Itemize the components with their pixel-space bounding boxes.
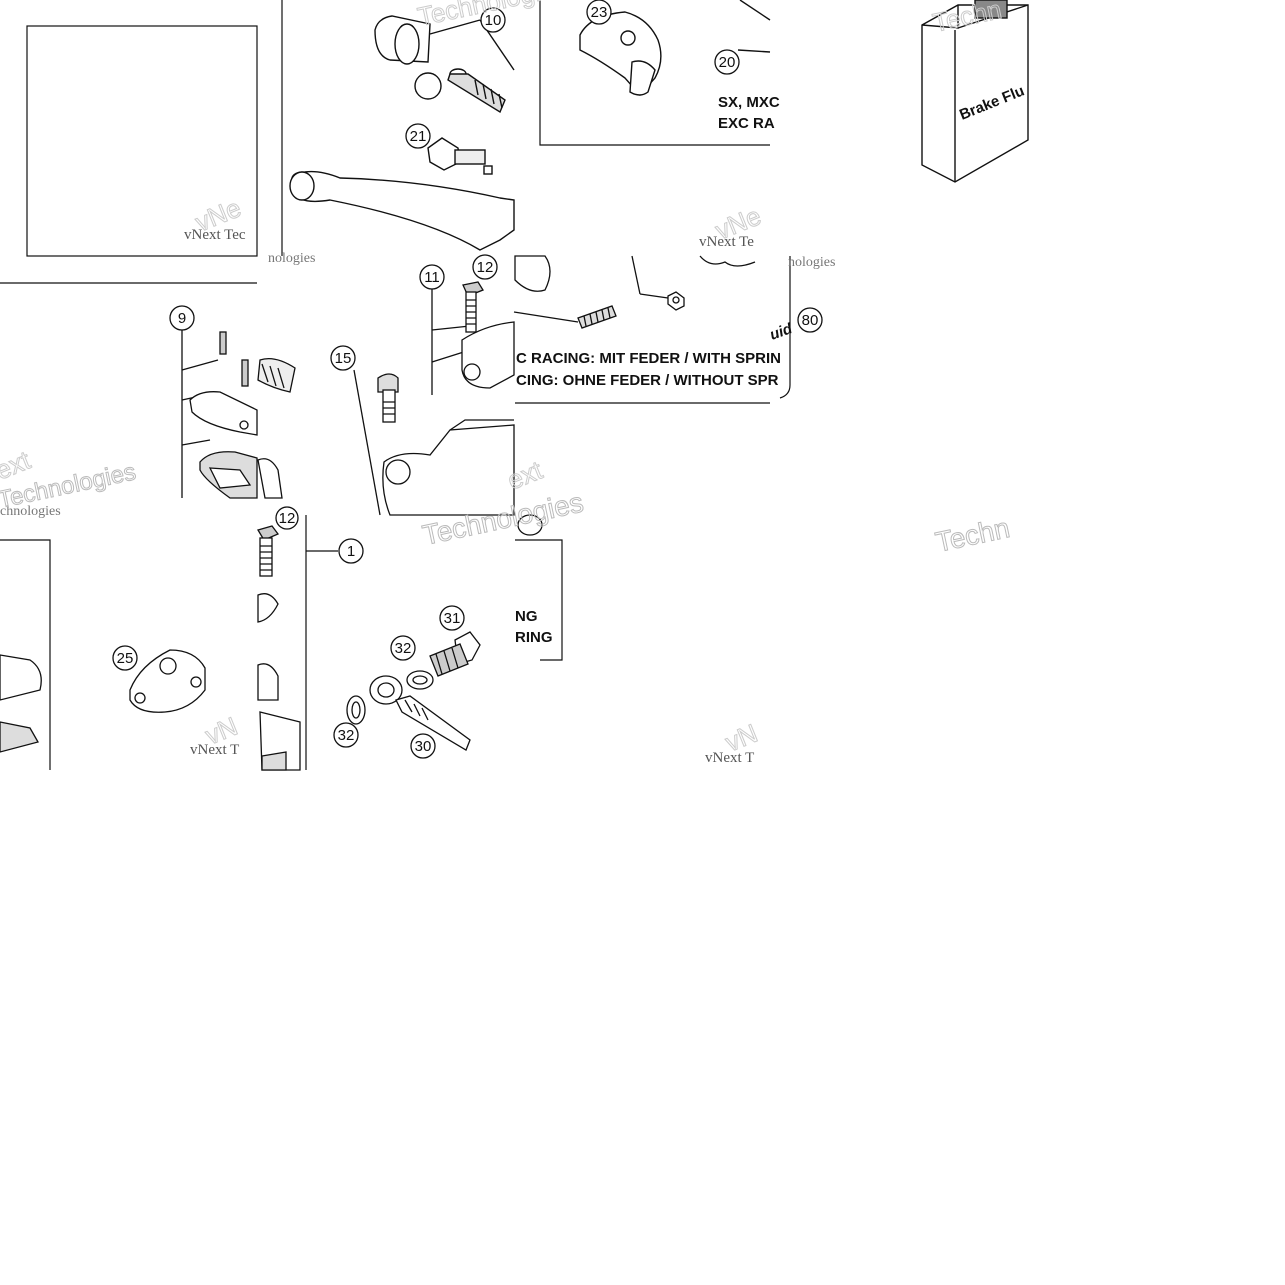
svg-text:80: 80 bbox=[802, 312, 819, 329]
tile-borders bbox=[0, 0, 791, 770]
watermark: nologies bbox=[788, 255, 835, 270]
svg-text:32: 32 bbox=[338, 727, 355, 744]
callout-80: 80 bbox=[797, 307, 823, 333]
watermark: nologies bbox=[268, 251, 315, 266]
watermark-outline: vNe bbox=[711, 200, 765, 245]
svg-text:9: 9 bbox=[178, 310, 186, 327]
switch-housing bbox=[579, 0, 771, 97]
note-sx-mxc: SX, MXC bbox=[718, 94, 780, 111]
svg-text:25: 25 bbox=[117, 650, 134, 667]
master-cylinder-parts bbox=[353, 281, 515, 516]
brake-lever bbox=[291, 170, 515, 251]
variant-box-frame bbox=[539, 0, 770, 146]
hose-and-fittings bbox=[0, 514, 543, 771]
callout-numbers: 10 21 23 20 9 11 12 15 80 12 1 25 31 32 … bbox=[112, 0, 823, 759]
box-fragment-right bbox=[515, 539, 563, 661]
clamp-25 bbox=[129, 649, 206, 713]
adjuster-knob bbox=[427, 137, 493, 175]
spring-note-box-right bbox=[779, 256, 791, 399]
threaded-pin bbox=[447, 68, 506, 114]
empty-frame-top-left bbox=[26, 25, 258, 257]
note-without-spring: CING: OHNE FEDER / WITHOUT SPR bbox=[516, 372, 779, 389]
master-cylinder-body bbox=[382, 424, 515, 516]
callout-21: 21 bbox=[405, 123, 431, 149]
callout-15: 15 bbox=[330, 345, 356, 371]
fluid-fragment: uid bbox=[768, 320, 796, 344]
lever-parts bbox=[289, 15, 515, 251]
note-exc-racing: EXC RA bbox=[718, 115, 775, 132]
brake-fluid-bottle: Brake Flu bbox=[921, 0, 1029, 183]
watermark: vNext Tec bbox=[184, 227, 246, 243]
spring-and-nut bbox=[513, 255, 756, 329]
box-fragment-left bbox=[0, 539, 51, 770]
callout-12-bottom: 12 bbox=[275, 506, 299, 530]
svg-text:31: 31 bbox=[444, 610, 461, 627]
callout-32-top: 32 bbox=[390, 635, 416, 661]
callout-1: 1 bbox=[338, 538, 364, 564]
watermarks: vNext Tec vNext Te vNext T vNext T nolog… bbox=[0, 0, 1013, 766]
callout-25: 25 bbox=[112, 645, 138, 671]
svg-text:15: 15 bbox=[335, 350, 352, 367]
circlip bbox=[414, 72, 442, 100]
callout-32-bottom: 32 bbox=[333, 722, 359, 748]
svg-text:30: 30 bbox=[415, 738, 432, 755]
brake-hose bbox=[395, 695, 471, 751]
callout-12-top: 12 bbox=[472, 254, 498, 280]
watermark: chnologies bbox=[0, 504, 61, 519]
watermark: vNext T bbox=[705, 750, 754, 766]
svg-text:23: 23 bbox=[591, 4, 608, 21]
variant-notes: SX, MXC EXC RA C RACING: MIT FEDER / WIT… bbox=[515, 94, 795, 646]
bolt-12 bbox=[462, 281, 484, 333]
svg-text:20: 20 bbox=[719, 54, 736, 71]
callout-20: 20 bbox=[714, 49, 740, 75]
svg-text:32: 32 bbox=[395, 640, 412, 657]
note-with-spring: C RACING: MIT FEDER / WITH SPRIN bbox=[516, 350, 781, 367]
svg-text:10: 10 bbox=[485, 12, 502, 29]
callout-11: 11 bbox=[419, 264, 445, 290]
svg-text:1: 1 bbox=[347, 543, 355, 560]
watermark: vNext Te bbox=[699, 234, 754, 250]
svg-text:12: 12 bbox=[279, 510, 296, 527]
callout-31: 31 bbox=[439, 605, 465, 631]
reservoir-cover-parts bbox=[181, 318, 296, 499]
svg-text:21: 21 bbox=[410, 128, 427, 145]
svg-text:12: 12 bbox=[477, 259, 494, 276]
callout-23: 23 bbox=[586, 0, 612, 25]
callout-30: 30 bbox=[410, 733, 436, 759]
watermark: vNext T bbox=[190, 742, 239, 758]
banjo-bolt bbox=[429, 631, 481, 677]
watermark-outline: Techn bbox=[933, 512, 1013, 558]
callout-9: 9 bbox=[169, 305, 195, 331]
svg-text:11: 11 bbox=[424, 269, 440, 286]
callout-10: 10 bbox=[480, 7, 506, 33]
bolt-bottom bbox=[257, 525, 280, 577]
note-fragment-ring: RING bbox=[515, 629, 553, 646]
bolt-15 bbox=[377, 373, 399, 423]
note-fragment-ng: NG bbox=[515, 608, 538, 625]
